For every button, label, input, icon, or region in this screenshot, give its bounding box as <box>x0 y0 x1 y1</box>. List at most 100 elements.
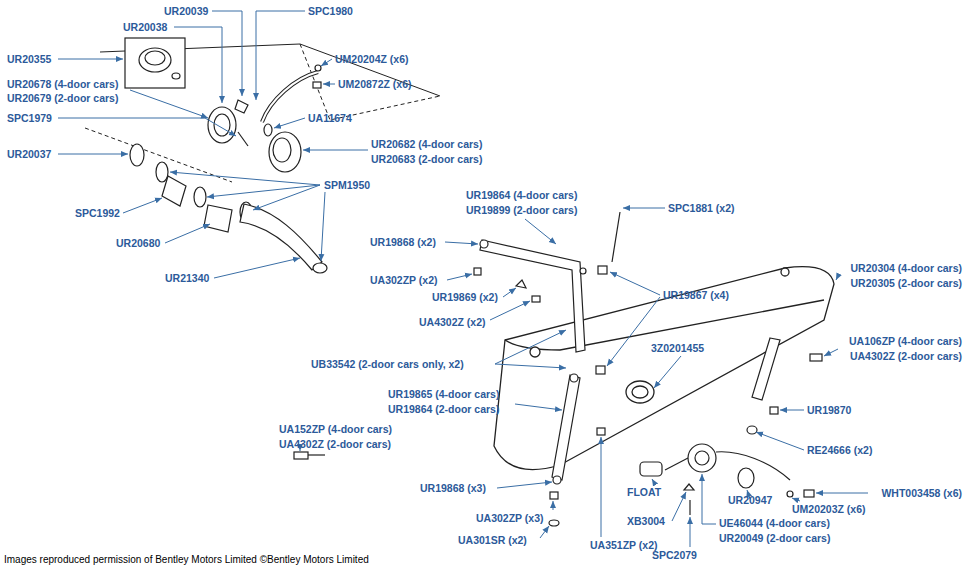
drawing-stroke <box>549 520 559 526</box>
part-number: UR19865 (4-door cars) <box>388 388 499 401</box>
drawing-stroke <box>447 274 472 280</box>
drawing-stroke <box>792 498 800 501</box>
drawing-stroke <box>532 296 540 302</box>
drawing-stroke <box>640 462 662 476</box>
drawing-stroke <box>194 187 206 207</box>
drawing-stroke <box>294 452 308 459</box>
drawing-stroke <box>652 479 655 484</box>
part-number: UR20947 <box>728 494 772 507</box>
drawing-stroke <box>273 138 291 162</box>
part-number: UA4302Z (x2) <box>419 316 486 329</box>
drawing-stroke <box>738 468 754 488</box>
fuel-tank <box>494 267 834 470</box>
part-number: UA301SR (x2) <box>458 534 527 547</box>
drawing-stroke <box>474 268 481 275</box>
drawing-stroke <box>607 297 660 366</box>
drawing-stroke <box>123 198 162 213</box>
drawing-stroke <box>174 27 222 103</box>
drawing-stroke <box>170 172 320 185</box>
filler-cap-assembly <box>125 38 321 172</box>
drawing-stroke <box>601 437 602 537</box>
drawing-stroke <box>274 118 305 128</box>
drawing-stroke <box>598 266 607 274</box>
drawing-stroke <box>702 474 716 524</box>
part-number: UR20039 <box>164 5 208 18</box>
drawing-stroke <box>208 107 236 143</box>
drawing-stroke <box>240 204 322 270</box>
drawing-stroke <box>321 192 325 261</box>
part-number: UR20304 (4-door cars) <box>851 262 962 275</box>
part-number: WHT003458 (x6) <box>881 487 962 500</box>
drawing-stroke <box>264 124 272 136</box>
part-number: UA351ZP (x2) <box>590 539 658 552</box>
drawing-stroke <box>756 432 804 450</box>
copyright-caption: Images reproduced permission of Bentley … <box>4 554 369 566</box>
drawing-stroke <box>770 407 778 414</box>
sender-unit <box>640 426 814 515</box>
drawing-stroke <box>612 212 620 262</box>
drawing-stroke <box>58 59 123 60</box>
part-number: SPC2079 <box>652 549 697 562</box>
drawing-stroke <box>695 451 709 465</box>
drawing-stroke <box>672 492 686 521</box>
part-number: FLOAT <box>627 486 661 499</box>
part-number: SPC1979 <box>7 112 52 125</box>
drawing-stroke <box>495 330 566 364</box>
drawing-stroke <box>214 258 300 278</box>
drawing-stroke <box>824 349 838 356</box>
part-number: UR20038 <box>123 21 167 34</box>
part-number: UR20305 (2-door cars) <box>851 277 962 290</box>
drawing-stroke <box>716 452 790 480</box>
drawing-stroke <box>525 219 556 244</box>
part-number: UR19869 (x2) <box>432 291 498 304</box>
part-number: UR20049 (2-door cars) <box>719 532 830 545</box>
drawing-stroke <box>780 410 804 411</box>
drawing-stroke <box>610 272 660 295</box>
drawing-stroke <box>58 118 236 136</box>
drawing-stroke <box>321 59 332 66</box>
part-number: UR20683 (2-door cars) <box>371 153 482 166</box>
drawing-stroke <box>752 338 780 400</box>
part-number: UE46044 (4-door cars) <box>719 517 830 530</box>
part-number: UR20037 <box>7 148 51 161</box>
drawing-stroke <box>238 132 248 146</box>
drawing-stroke <box>552 375 580 480</box>
drawing-stroke <box>130 144 144 166</box>
part-number: UR20678 (4-door cars) <box>7 78 118 91</box>
drawing-stroke <box>494 267 834 470</box>
drawing-stroke <box>85 128 232 182</box>
drawing-stroke <box>781 268 789 276</box>
part-number: UA302ZP (x2) <box>370 274 438 287</box>
part-number: UA302ZP (x3) <box>476 512 544 525</box>
drawing-stroke <box>665 458 688 470</box>
drawing-stroke <box>596 366 605 374</box>
part-number: UR20355 <box>7 53 51 66</box>
drawing-stroke <box>632 386 648 398</box>
drawing-stroke <box>125 38 185 88</box>
drawing-stroke <box>130 90 208 118</box>
drawing-stroke <box>269 132 301 172</box>
part-number: XB3004 <box>627 515 665 528</box>
part-number: UR20680 <box>116 237 160 250</box>
drawing-stroke <box>256 11 305 100</box>
part-number: UM20872Z (x6) <box>338 78 412 91</box>
drawing-stroke <box>495 364 566 368</box>
part-number: UA152ZP (4-door cars) <box>279 423 392 436</box>
drawing-stroke <box>253 185 320 210</box>
part-number: UR20679 (2-door cars) <box>7 92 118 105</box>
part-number: SPC1881 (x2) <box>668 202 735 215</box>
drawing-stroke <box>550 492 558 499</box>
drawing-stroke <box>810 354 822 361</box>
drawing-stroke <box>308 454 325 455</box>
part-number: RE24666 (x2) <box>807 444 872 457</box>
drawing-stroke <box>480 240 488 248</box>
drawing-stroke <box>315 65 321 71</box>
drawing-stroke <box>204 205 232 232</box>
drawing-stroke <box>654 356 681 388</box>
part-number: UR21340 <box>165 272 209 285</box>
part-number: UR19864 (2-door cars) <box>388 403 499 416</box>
part-number: UA106ZP (4-door cars) <box>849 335 962 348</box>
drawing-stroke <box>787 491 793 497</box>
drawing-stroke <box>626 381 654 403</box>
